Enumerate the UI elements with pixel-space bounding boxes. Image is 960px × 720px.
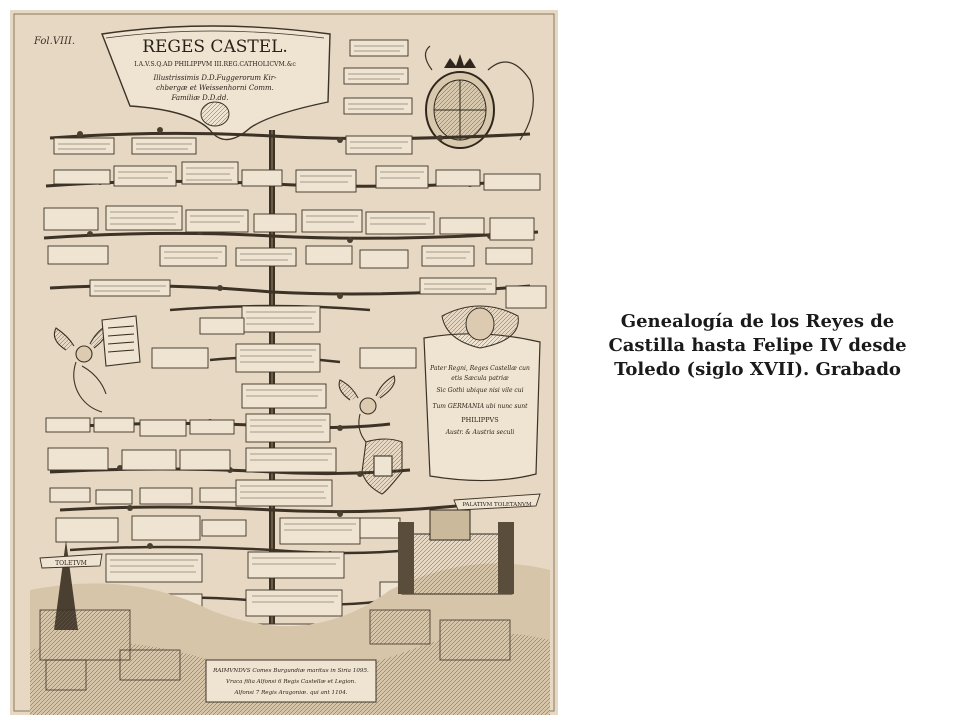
- slide-caption: Genealogía de los Reyes de Castilla hast…: [590, 310, 925, 382]
- bottom-line-2: Vraca filia Alfonsi 6 Regis Castellæ et …: [226, 679, 356, 685]
- engraving-svg: Fol.VIII. REGES CASTEL. I.A.V.S.Q.AD PHI…: [10, 10, 558, 715]
- caption-line-3: Toledo (siglo XVII). Grabado: [614, 359, 901, 380]
- dedication-line-3: Familiæ D.D.dd.: [170, 94, 228, 102]
- bottom-line-3: Alfonsi 7 Regis Aragoniæ. qui ant 1104.: [233, 690, 347, 696]
- caption-line-1: Genealogía de los Reyes de: [620, 311, 895, 332]
- cherub-right-figure: [338, 375, 403, 495]
- dedication-panel: Pater Regni, Reges Castellæ cun etis Sæc…: [423, 305, 541, 482]
- bottom-inscription: RAIMVNDVS Comes Burgundiæ maritus in Sir…: [205, 659, 377, 703]
- engraved-script-lines: [58, 45, 492, 637]
- bottom-line-1: RAIMVNDVS Comes Burgundiæ maritus in Sir…: [212, 668, 369, 674]
- panel-line-4: Tum GERMANIA ubi nunc sunt: [432, 403, 528, 410]
- panel-line-5: PHILIPPVS: [461, 416, 498, 424]
- genealogy-engraving: Fol.VIII. REGES CASTEL. I.A.V.S.Q.AD PHI…: [10, 10, 558, 715]
- panel-line-2: etis Sæcula patriæ: [451, 375, 509, 382]
- caption-line-2: Castilla hasta Felipe IV desde: [608, 335, 907, 356]
- royal-coat-of-arms-icon: [424, 45, 534, 149]
- engraving-subtitle: I.A.V.S.Q.AD PHILIPPVM III.REG.CATHOLICV…: [134, 61, 296, 68]
- panel-line-6: Austr. & Austria seculi: [445, 429, 515, 436]
- engraving-title: REGES CASTEL.: [142, 37, 288, 57]
- panel-line-1: Pater Regni, Reges Castellæ cun: [429, 365, 530, 372]
- folio-label: Fol.VIII.: [33, 36, 75, 47]
- panel-line-3: Sic Gothi ubique nisi vile cui: [436, 387, 523, 394]
- dedication-line-1: Illustrissimis D.D.Fuggerorum Kir-: [153, 74, 278, 82]
- cherub-left-figure: [53, 315, 141, 413]
- palace-banner-label: PALATIVM TOLETANVM: [462, 502, 532, 508]
- title-cartouche: REGES CASTEL. I.A.V.S.Q.AD PHILIPPVM III…: [101, 25, 331, 141]
- city-banner-label: TOLETVM: [55, 560, 87, 567]
- dedication-line-2: chbergæ et Weissenhorni Comm.: [156, 84, 274, 92]
